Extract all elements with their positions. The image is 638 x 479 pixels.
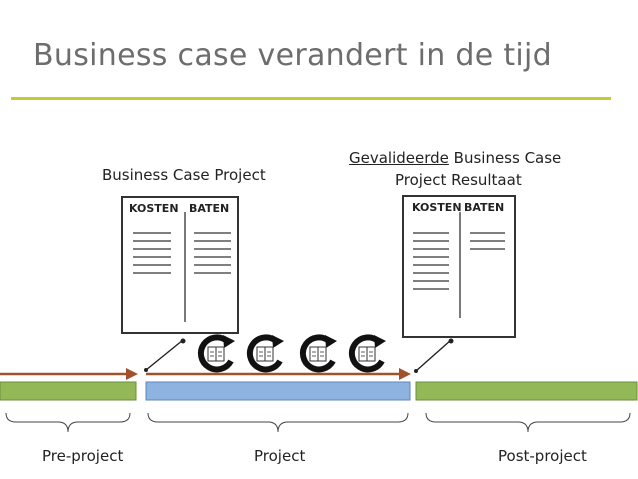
title-rule (11, 97, 611, 100)
validated-business-case-document: KOSTEN BATEN (402, 195, 516, 338)
validated-business-case-label: Gevalideerde Business Case (349, 149, 561, 167)
business-case-word: Business Case (448, 149, 562, 167)
post-project-bar (415, 381, 638, 401)
refresh-cycle-icon (246, 334, 284, 373)
phase-braces (5, 412, 631, 433)
kosten-header: KOSTEN (129, 202, 179, 215)
pointer-lines (145, 339, 452, 372)
business-case-project-label: Business Case Project (102, 166, 266, 184)
validated-word: Gevalideerde (349, 149, 449, 167)
refresh-cycle-icon (197, 334, 235, 373)
pre-project-label: Pre-project (42, 447, 124, 465)
post-project-label: Post-project (498, 447, 587, 465)
baten-header: BATEN (189, 202, 230, 215)
pointer-dot (414, 369, 418, 373)
pre-project-bar (0, 381, 137, 401)
kosten-header: KOSTEN (412, 201, 462, 214)
project-label: Project (254, 447, 306, 465)
project-result-label: Project Resultaat (395, 171, 522, 189)
baten-header: BATEN (464, 201, 505, 214)
slide-title: Business case verandert in de tijd (33, 38, 552, 73)
project-bar (145, 381, 411, 401)
right-document-lines (413, 212, 505, 318)
left-document-lines (133, 212, 231, 322)
pointer-dot (144, 368, 148, 372)
pointer-dot (448, 338, 454, 344)
timeline-arrows (0, 368, 411, 380)
refresh-cycle-icon (299, 334, 337, 373)
pointer-dot (180, 338, 186, 344)
refresh-cycle-icon (348, 334, 386, 373)
